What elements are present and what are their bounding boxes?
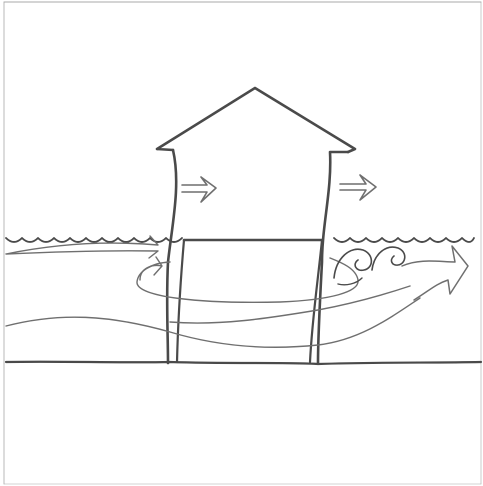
current-loop-under-house <box>136 257 359 304</box>
frame <box>3 1 482 485</box>
current-flow-upper <box>169 285 411 324</box>
leeward-wind-arrow-icon <box>339 174 377 201</box>
surge-arrow-icon <box>401 245 469 301</box>
house-right-wall <box>316 150 350 365</box>
current-arrow-icon <box>5 235 159 259</box>
current-curl-arrow-icon <box>139 256 163 281</box>
wind-arrow-icon <box>181 176 217 203</box>
water-surface-right <box>333 237 475 243</box>
house-roof <box>155 86 357 154</box>
current-flow-lower <box>5 297 421 348</box>
water-surface-left <box>5 237 183 243</box>
house-right-stilt <box>308 238 324 364</box>
house-left-stilt <box>175 238 186 364</box>
breaking-wave-icon <box>333 246 406 286</box>
ground-line <box>4 360 483 366</box>
